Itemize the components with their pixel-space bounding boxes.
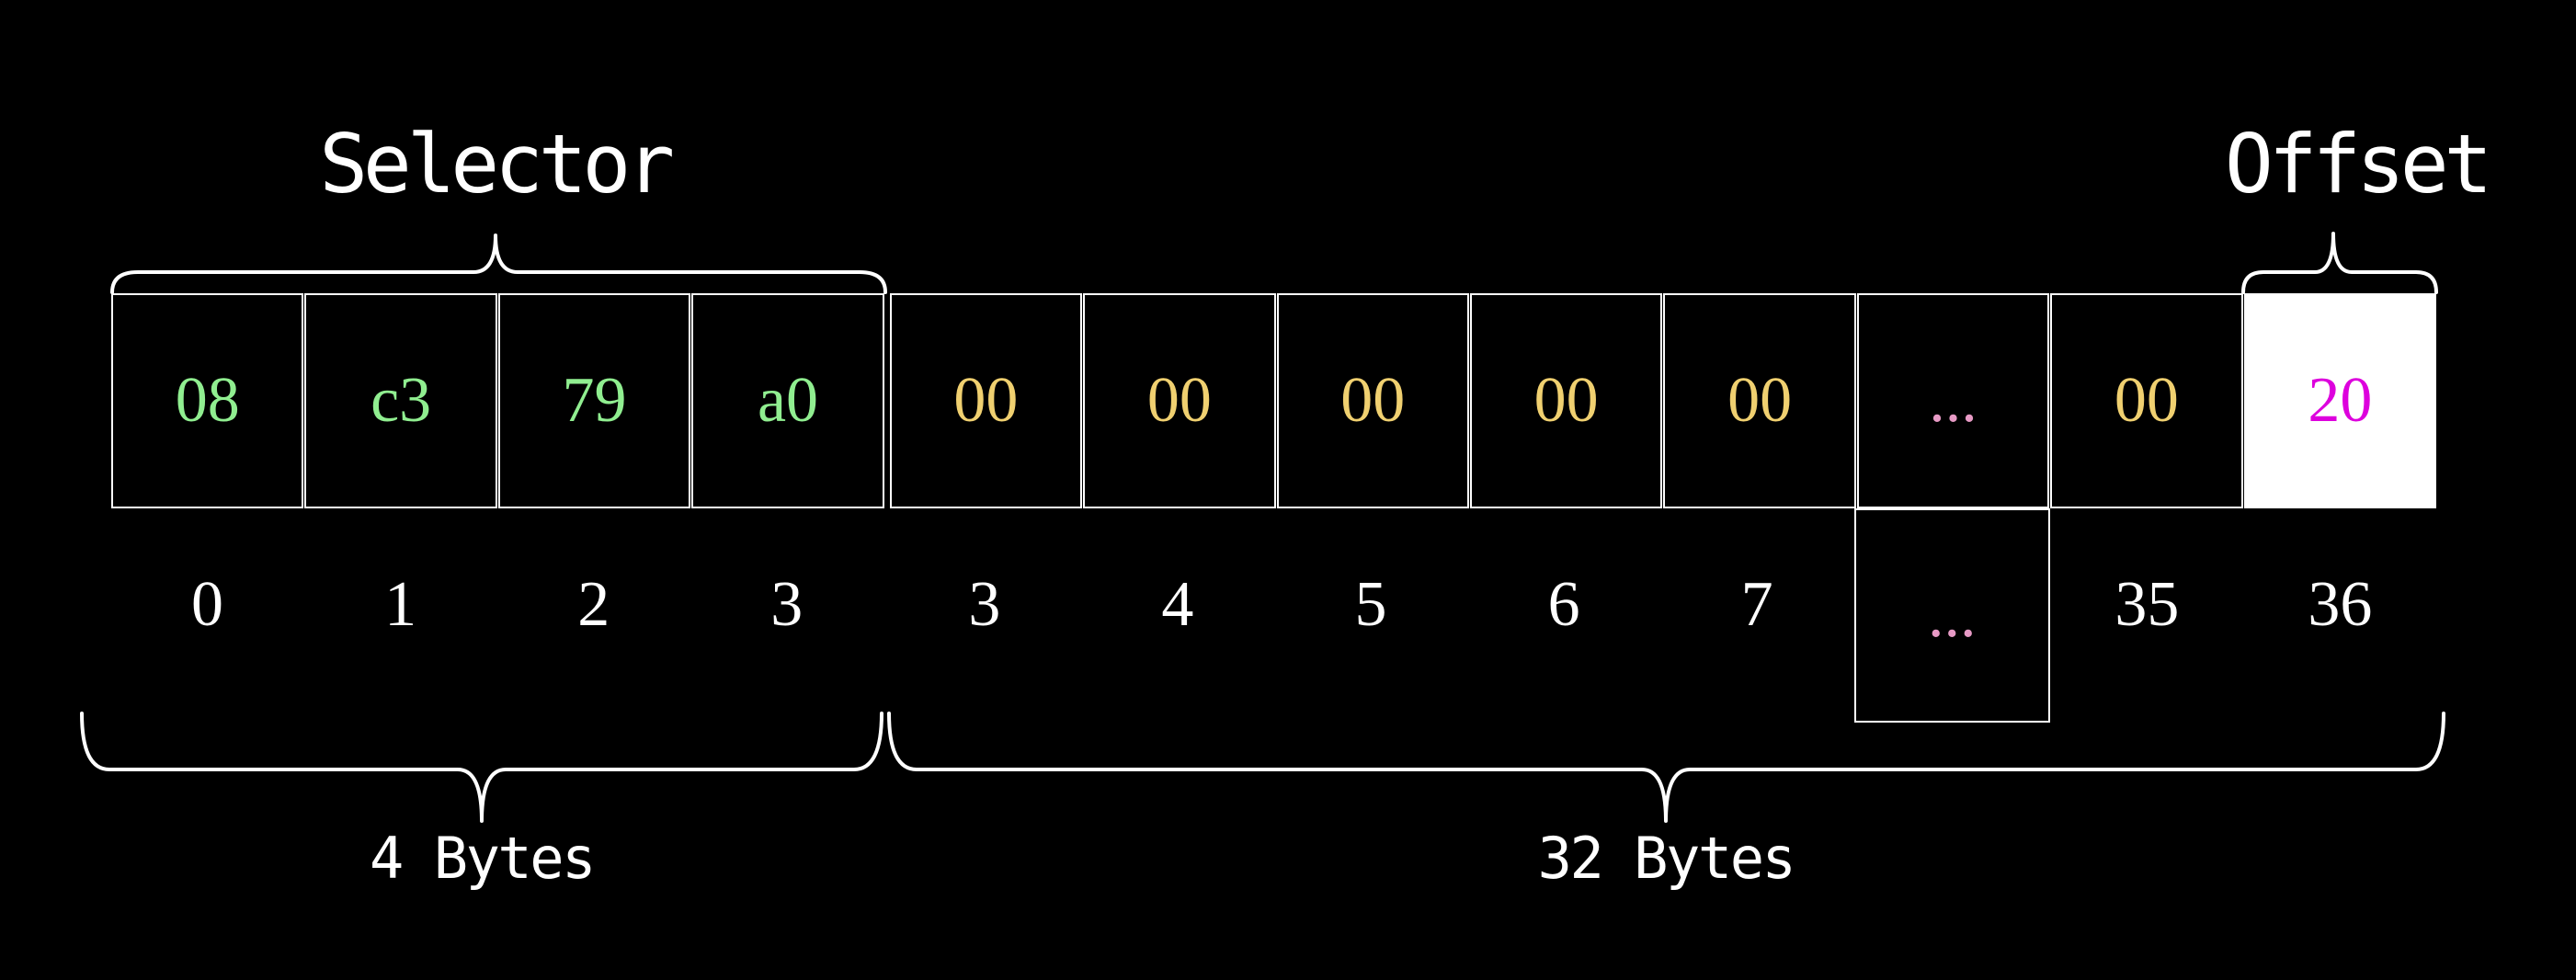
index-label: 1 xyxy=(304,508,496,723)
ellipsis-text: ... xyxy=(1927,579,1977,651)
index-label: 7 xyxy=(1661,508,1853,723)
byte-cell: a0 xyxy=(691,293,884,508)
index-number: 35 xyxy=(2114,568,2180,640)
index-number: 5 xyxy=(1354,568,1387,640)
byte-cell: 00 xyxy=(889,293,1083,508)
byte-value: c3 xyxy=(370,365,432,436)
byte-value: 00 xyxy=(1146,365,1212,436)
byte-cell: 00 xyxy=(1663,293,1856,508)
offset-title: Offset xyxy=(2224,117,2492,211)
index-label: 5 xyxy=(1274,508,1466,723)
byte-index-row: 0 1 2 3 3 4 5 6 7... 35 36 xyxy=(111,508,2436,723)
byte-value: 00 xyxy=(1340,365,1406,436)
index-number: 3 xyxy=(968,568,1001,640)
byte-cell: 00 xyxy=(1276,293,1469,508)
four-bytes-size-label: 4 Bytes xyxy=(370,825,596,892)
byte-value: a0 xyxy=(757,365,819,436)
byte-value: 79 xyxy=(562,365,627,436)
index-cell-ellipsis: ... xyxy=(1853,508,2050,723)
index-number: 4 xyxy=(1161,568,1194,640)
byte-cell: c3 xyxy=(304,293,497,508)
index-label: 0 xyxy=(111,508,303,723)
index-number: 2 xyxy=(577,568,610,640)
index-label: 3 xyxy=(690,508,883,723)
index-label: 6 xyxy=(1468,508,1660,723)
index-number: 1 xyxy=(384,568,417,640)
byte-value: 20 xyxy=(2308,365,2373,436)
byte-cell: 08 xyxy=(111,293,304,508)
index-number: 6 xyxy=(1547,568,1580,640)
offset-brace xyxy=(2241,232,2438,294)
index-number: 3 xyxy=(770,568,804,640)
byte-value: 00 xyxy=(2114,365,2179,436)
index-number: 36 xyxy=(2308,568,2373,640)
thirtytwo-bytes-brace xyxy=(887,712,2445,823)
byte-value: 00 xyxy=(953,365,1019,436)
index-label: 35 xyxy=(2051,508,2243,723)
byte-cell: 00 xyxy=(2050,293,2243,508)
index-number: 7 xyxy=(1740,568,1773,640)
byte-cell: 00 xyxy=(1469,293,1663,508)
byte-value: 00 xyxy=(1533,365,1599,436)
byte-cell: 20 xyxy=(2243,293,2437,508)
index-number: 0 xyxy=(191,568,224,640)
byte-cell: 00 xyxy=(1083,293,1276,508)
byte-cell-ellipsis: ... xyxy=(1856,293,2050,508)
four-bytes-brace xyxy=(80,712,883,823)
index-label: 36 xyxy=(2244,508,2436,723)
selector-title: Selector xyxy=(319,117,675,211)
byte-value: 08 xyxy=(175,365,240,436)
byte-cell: 79 xyxy=(497,293,691,508)
index-label: 2 xyxy=(497,508,690,723)
byte-row: 08 c3 79 a0 00 00 00 00 00... 00 20 xyxy=(111,293,2437,508)
byte-value: ... xyxy=(1929,365,1978,436)
byte-value: 00 xyxy=(1727,365,1793,436)
index-label: 4 xyxy=(1081,508,1273,723)
selector-brace xyxy=(110,234,887,294)
thirtytwo-bytes-size-label: 32 Bytes xyxy=(1537,825,1796,892)
index-label: 3 xyxy=(888,508,1080,723)
